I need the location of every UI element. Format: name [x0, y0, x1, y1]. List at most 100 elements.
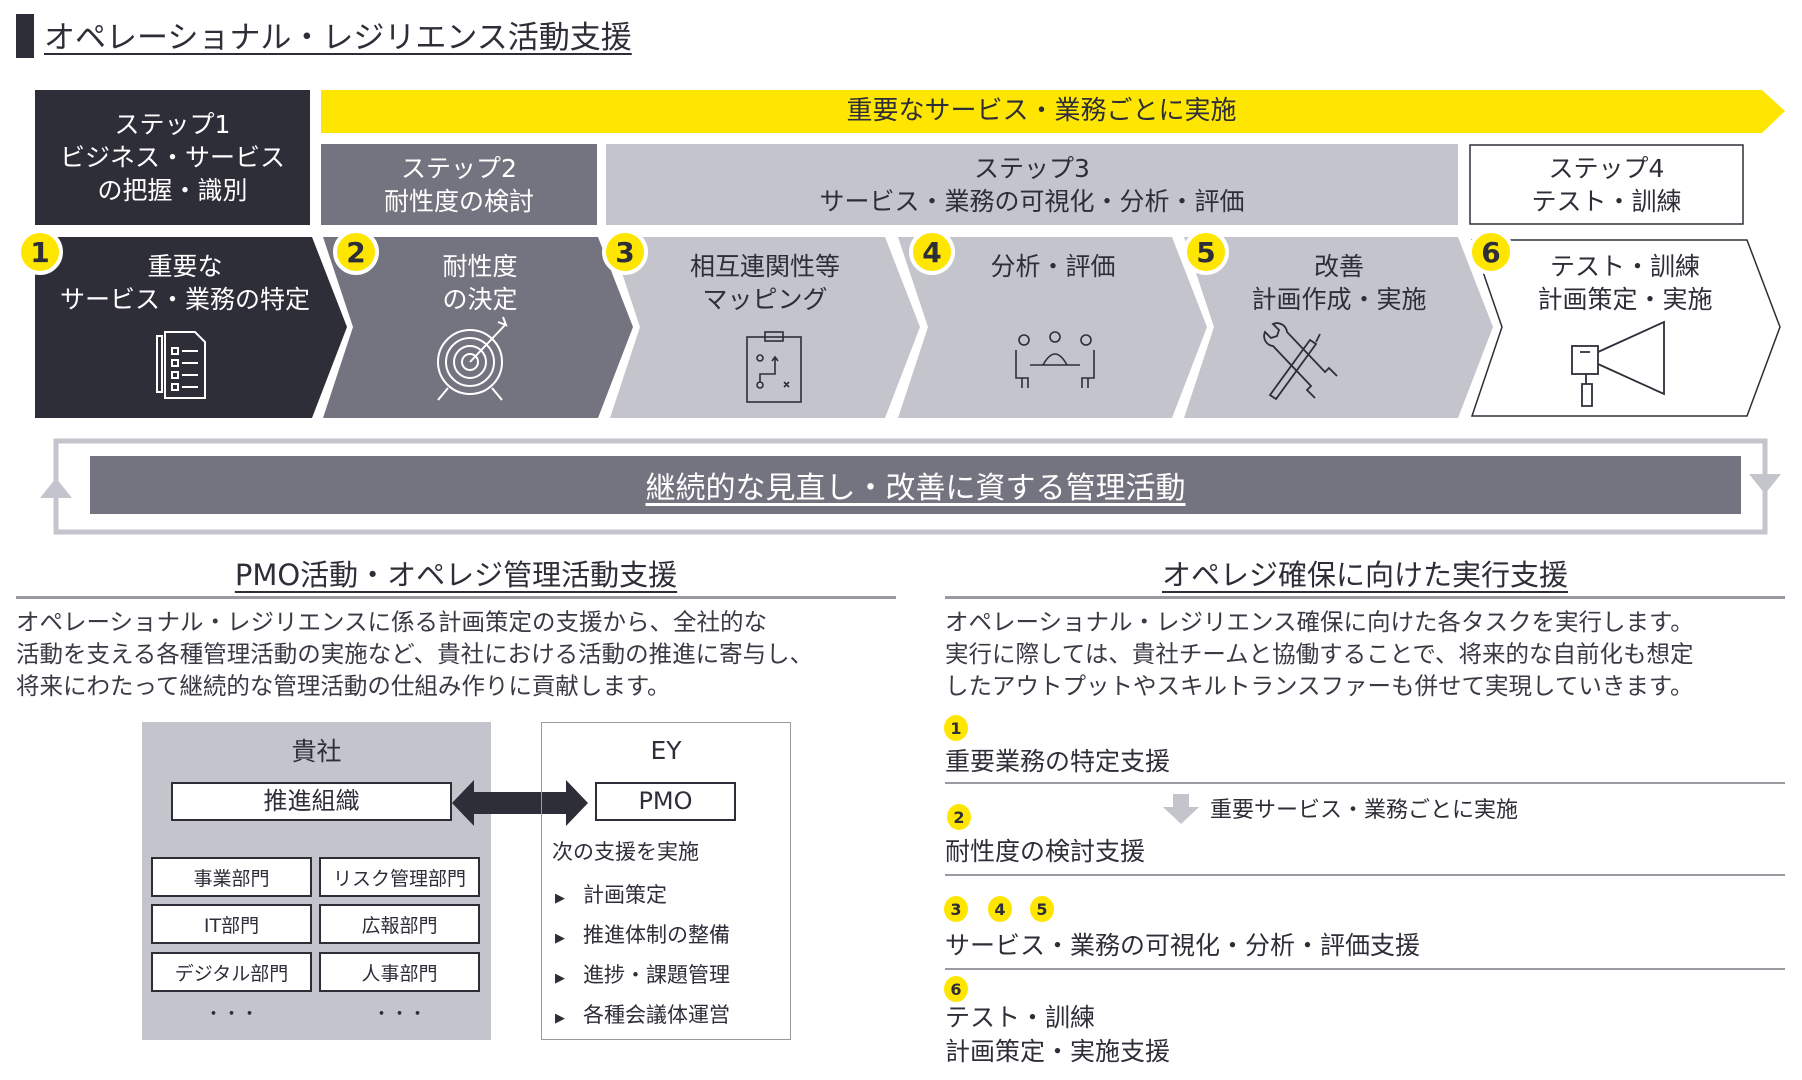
bullet-icon: ▶ [555, 931, 565, 946]
loop-down-arrow-icon [1749, 474, 1781, 494]
right-paragraph-line: 実行に際しては、貴社チームと協働することで、将来的な自前化も想定 [945, 640, 1694, 668]
tools-icon [1263, 322, 1338, 401]
left-paragraph-line: 将来にわたって継続的な管理活動の仕組み作りに貢献します。 [16, 672, 671, 700]
step3-box [606, 144, 1458, 225]
step1-header: ステップ1 ビジネス・サービス の把握・識別 [35, 90, 310, 225]
dept-box: IT部門 [151, 904, 312, 944]
process-2-line1: 耐性度 [442, 252, 518, 281]
small-badge: 6 [944, 976, 968, 1002]
left-heading: PMO活動・オペレジ管理活動支援 [234, 558, 678, 592]
badge-4: 4 [909, 229, 955, 275]
right-paragraph-line: したアウトプットやスキルトランスファーも併せて実現していきます。 [945, 672, 1694, 700]
bullet-icon: ▶ [555, 1011, 565, 1026]
step4-header: ステップ4 テスト・訓練 [1470, 145, 1743, 224]
double-arrow-icon [452, 780, 588, 826]
right-paragraph: オペレーショナル・レジリエンス確保に向けた各タスクを実行します。 実行に際しては… [945, 606, 1694, 702]
list-item: ▶ 進捗・課題管理 [555, 957, 730, 997]
list-item: ▶ 計画策定 [555, 877, 730, 917]
continuous-management-bar: 継続的な見直し・改善に資する管理活動 [90, 456, 1741, 514]
per-service-note: 重要サービス・業務ごとに実施 [1210, 798, 1519, 823]
ey-panel [541, 722, 791, 1040]
loop-up-arrow-icon [40, 478, 72, 498]
down-arrow-icon [1163, 794, 1199, 824]
chevron-3 [610, 237, 920, 418]
support-item-1: 重要業務の特定支援 [945, 747, 1171, 776]
dept-more: ・・・ [204, 1004, 259, 1025]
badge-5: 5 [1183, 229, 1229, 275]
bullet-icon: ▶ [555, 891, 565, 906]
process-6-label: テスト・訓練計画策定・実施 [1490, 250, 1760, 316]
company-title: 貴社 [291, 737, 342, 766]
megaphone-icon [1571, 320, 1665, 407]
process-5-line2: 計画作成・実施 [1251, 285, 1427, 314]
small-badge: 4 [988, 896, 1012, 922]
left-paragraph: オペレーショナル・レジリエンスに係る計画策定の支援から、全社的な 活動を支える各… [16, 606, 813, 702]
list-item-label: 計画策定 [583, 883, 667, 907]
list-item-label: 推進体制の整備 [583, 923, 730, 947]
badge-6: 6 [1468, 229, 1514, 275]
dept-box: 人事部門 [319, 952, 480, 992]
promotion-org-box: 推進組織 [171, 782, 452, 821]
list-item: ▶ 各種会議体運営 [555, 997, 730, 1037]
support-item-2: 耐性度の検討支援 [945, 837, 1146, 866]
step4-label: ステップ4 [1548, 153, 1665, 183]
left-paragraph-line: オペレーショナル・レジリエンスに係る計画策定の支援から、全社的な [16, 608, 768, 636]
process-6-line1: テスト・訓練 [1549, 252, 1700, 281]
ey-title: EY [650, 736, 682, 765]
title-marker [16, 14, 34, 58]
item-divider [945, 782, 1785, 784]
list-item: ▶ 推進体制の整備 [555, 917, 730, 957]
step3-label: ステップ3 [974, 153, 1090, 183]
ey-intro: 次の支援を実施 [552, 840, 699, 864]
process-diagram [35, 90, 1785, 535]
dept-box: リスク管理部門 [319, 857, 480, 897]
ey-support-list: ▶ 計画策定 ▶ 推進体制の整備 ▶ 進捗・課題管理 ▶ 各種会議体運営 [555, 877, 730, 1037]
badge-2: 2 [333, 229, 379, 275]
small-badge: 3 [944, 896, 968, 922]
step2-box [321, 144, 597, 225]
left-divider [16, 596, 896, 599]
support-item-4-line1: テスト・訓練 [945, 1003, 1096, 1032]
process-4-label: 分析・評価 [918, 250, 1188, 283]
meeting-icon [1015, 331, 1095, 388]
step1-box [35, 90, 310, 225]
step2-header: ステップ2 耐性度の検討 [321, 144, 597, 225]
dept-box: デジタル部門 [151, 952, 312, 992]
dept-box: 広報部門 [319, 904, 480, 944]
item-divider [945, 874, 1785, 876]
process-2-line2: の決定 [442, 285, 518, 314]
list-item-label: 進捗・課題管理 [583, 963, 730, 987]
banner-arrow [321, 90, 1785, 133]
process-3-line2: マッピング [702, 285, 828, 314]
support-item-3: サービス・業務の可視化・分析・評価支援 [945, 931, 1421, 960]
list-item-label: 各種会議体運営 [583, 1003, 730, 1027]
dept-more: ・・・ [372, 1004, 427, 1025]
step1-label: ステップ1 [114, 110, 231, 139]
clipboard-plan-icon [746, 331, 802, 403]
small-badge: 2 [947, 804, 971, 830]
chevron-1 [35, 237, 347, 418]
target-icon [437, 316, 508, 401]
support-item-4-line2: 計画策定・実施支援 [945, 1037, 1171, 1066]
small-badge: 5 [1030, 896, 1054, 922]
support-item-4: テスト・訓練 計画策定・実施支援 [945, 1001, 1170, 1069]
right-heading: オペレジ確保に向けた実行支援 [1161, 558, 1568, 592]
bullet-icon: ▶ [555, 971, 565, 986]
process-5-line1: 改善 [1313, 252, 1364, 281]
badge-1: 1 [17, 229, 63, 275]
chevron-5 [1184, 237, 1493, 418]
process-2-label: 耐性度の決定 [345, 250, 615, 316]
process-6-line2: 計画策定・実施 [1537, 285, 1713, 314]
dept-box: 事業部門 [151, 857, 312, 897]
step1-desc-2: の把握・識別 [97, 176, 248, 205]
process-1-line1: 重要な [147, 252, 223, 281]
process-1-label: 重要なサービス・業務の特定 [50, 250, 320, 316]
right-paragraph-line: オペレーショナル・レジリエンス確保に向けた各タスクを実行します。 [945, 608, 1694, 636]
small-badge: 1 [944, 715, 968, 741]
left-paragraph-line: 活動を支える各種管理活動の実施など、貴社における活動の推進に寄与し、 [16, 640, 814, 668]
step4-box [1469, 144, 1744, 225]
pmo-box: PMO [595, 782, 736, 821]
chevron-4 [898, 237, 1207, 418]
step2-label: ステップ2 [401, 153, 517, 183]
process-3-line1: 相互連関性等 [689, 252, 840, 281]
